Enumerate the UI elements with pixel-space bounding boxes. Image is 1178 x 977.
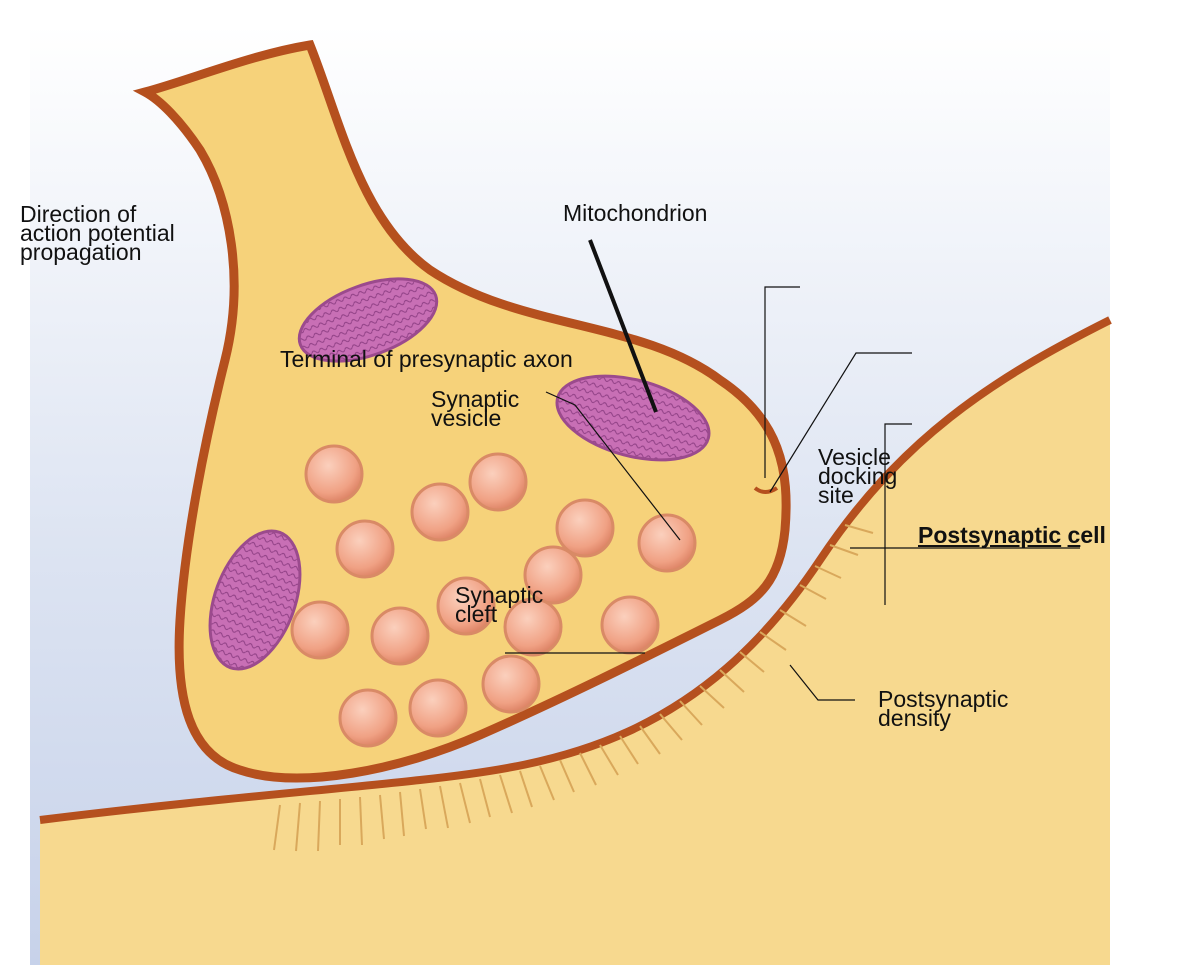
postsynaptic-density-label: Postsynaptic density [878,690,1008,728]
synaptic-vesicle-label: Synaptic vesicle [431,390,519,428]
postsynaptic-cell-label-part3: ell [1080,522,1106,548]
synaptic-cleft-label: Synaptic cleft [455,586,543,624]
postsynaptic-cell-label: Postsynaptic cell [918,526,1106,545]
vesicle-docking-label: Vesicle docking site [818,448,897,505]
direction-label: Direction of action potential propagatio… [20,205,175,262]
postsynaptic-cell-label-part2: c [1068,522,1081,548]
mitochondrion-label: Mitochondrion [563,204,707,223]
terminal-label: Terminal of presynaptic axon [280,350,573,369]
postsynaptic-cell-label-part1: Postsynaptic [918,522,1061,548]
